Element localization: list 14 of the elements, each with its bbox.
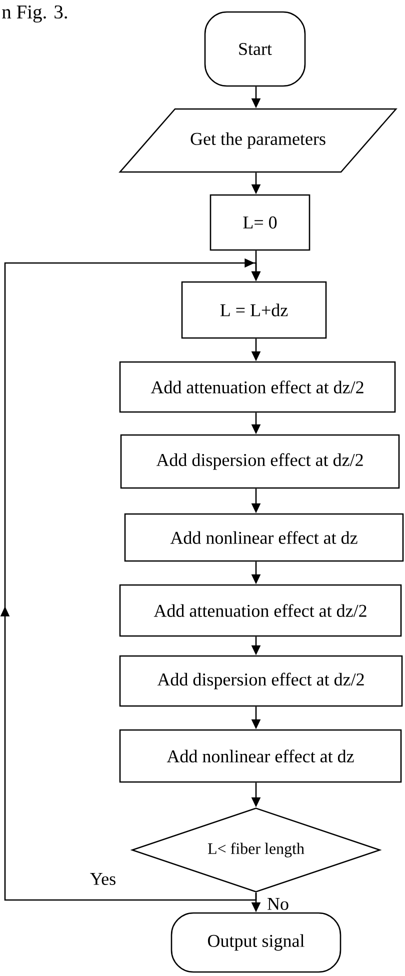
- process-box: Add nonlinear effect at dz: [124, 513, 404, 562]
- arrow: [0, 258, 261, 901]
- process-box: L= 0: [210, 194, 310, 251]
- process-box: Add dispersion effect at dz/2: [119, 655, 403, 707]
- terminal-box: Start: [204, 11, 306, 87]
- process-box: Add dispersion effect at dz/2: [120, 434, 400, 489]
- edge-label: Yes: [88, 872, 118, 886]
- process-box: L = L+dz: [181, 281, 327, 339]
- terminal-box: Output signal: [170, 912, 342, 973]
- process-box: Add attenuation effect at dz/2: [119, 361, 396, 413]
- body-text: n Fig. 3.: [2, 5, 67, 23]
- process-box: Add attenuation effect at dz/2: [119, 584, 402, 637]
- process-box: Add nonlinear effect at dz: [119, 729, 402, 783]
- edge-label: No: [266, 897, 290, 911]
